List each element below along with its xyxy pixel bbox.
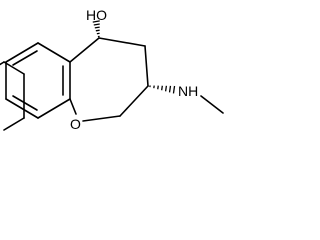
hash-nh-hash-6 <box>172 85 176 94</box>
ring-oxygen-label: O <box>70 116 81 132</box>
bond-c9-c9a <box>3 117 25 131</box>
bond-c5a-c5 <box>69 37 100 63</box>
hash-oh-hash-2 <box>95 29 100 32</box>
bond-c2-o1 <box>82 115 121 122</box>
bond-ar-3 <box>5 98 39 119</box>
bond-o1-c9a <box>69 98 77 115</box>
hash-oh-hash-3 <box>94 26 100 29</box>
bond-c3-c2 <box>119 85 149 117</box>
bond-c5-c4 <box>98 37 146 47</box>
hashed-wedge-nh <box>149 85 176 94</box>
aromatic-ring <box>5 42 71 119</box>
hash-nh-hash-5 <box>168 85 172 93</box>
bond-c5a-c6 <box>3 61 25 75</box>
hydroxyl-label: HO <box>86 7 107 23</box>
bond-c4-c3 <box>144 45 149 87</box>
hash-nh-hash-3 <box>161 85 163 91</box>
hash-nh-hash-4 <box>164 85 168 92</box>
bond-ar-double-2 <box>12 95 38 111</box>
bond-ar-6 <box>37 42 71 63</box>
bond-ar-4 <box>37 98 71 119</box>
hash-oh-hash-5 <box>92 20 100 23</box>
bond-ar-double-1 <box>12 50 38 66</box>
molecule-structure: HO O NH <box>0 7 224 132</box>
bond-c6-c7 <box>0 61 5 66</box>
amine-label: NH <box>178 83 198 99</box>
oxepine-ring <box>69 37 149 122</box>
bond-n-methyl <box>200 95 224 114</box>
bond-ar-1 <box>5 42 39 63</box>
benzene-ring <box>0 61 25 131</box>
hash-oh-hash-4 <box>93 23 100 26</box>
hash-nh-hash-2 <box>157 85 159 90</box>
hashed-wedge-oh <box>92 20 100 38</box>
